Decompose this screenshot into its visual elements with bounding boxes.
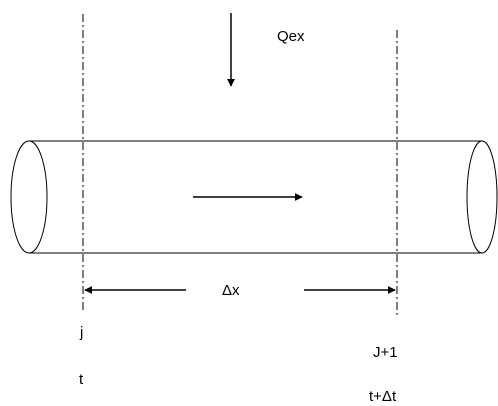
- time-t-dt-label: t+Δt: [369, 388, 397, 405]
- node-j1-label: J+1: [373, 344, 398, 361]
- pipe-left-end: [10, 140, 48, 254]
- flux-label: Qex: [277, 28, 305, 45]
- pipe-right-end: [466, 140, 498, 254]
- dx-label: Δx: [222, 282, 240, 299]
- pipe: [10, 140, 498, 254]
- time-t-label: t: [79, 371, 84, 388]
- node-j-label: j: [80, 324, 84, 341]
